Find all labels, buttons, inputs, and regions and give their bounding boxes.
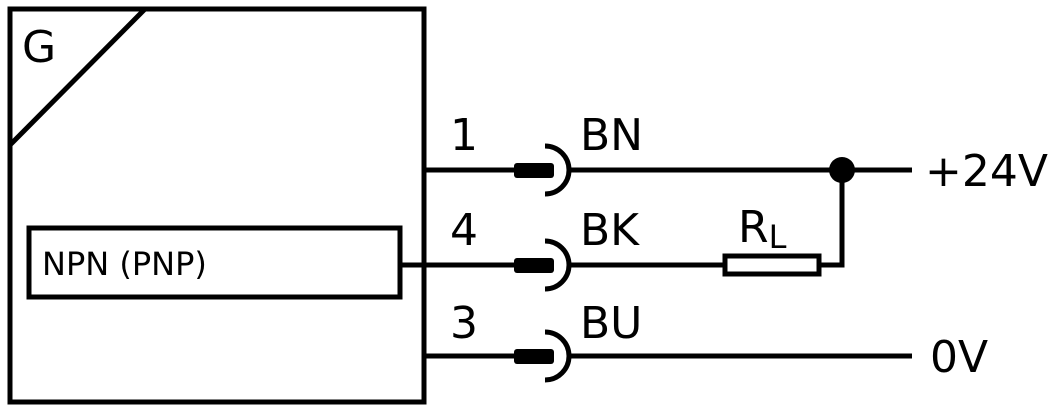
load-subscript: L xyxy=(769,218,787,256)
wire-row-bu: 3 BU 0V xyxy=(424,298,988,383)
terminal-plus24v: +24V xyxy=(925,146,1048,197)
plug-pin-icon xyxy=(514,163,554,178)
socket-arc-icon xyxy=(544,238,572,292)
socket-arc-icon xyxy=(544,329,572,383)
pin-number-1: 1 xyxy=(450,110,478,161)
output-stage-label: NPN (PNP) xyxy=(42,245,207,283)
resistor-icon xyxy=(722,253,822,277)
device-corner-diagonal xyxy=(8,7,147,147)
wire-color-bu: BU xyxy=(580,298,642,349)
socket-arc-icon xyxy=(544,143,572,197)
plug-pin-icon xyxy=(514,349,554,364)
plug-pin-icon xyxy=(514,258,554,273)
pin-number-3: 3 xyxy=(450,298,478,349)
load-resistor-label: RL xyxy=(738,202,787,256)
wire-row-bn: 1 BN +24V xyxy=(424,110,1048,197)
pin-number-4: 4 xyxy=(450,205,478,256)
wire-color-bk: BK xyxy=(580,205,640,256)
device-label: G xyxy=(22,22,56,73)
terminal-0v: 0V xyxy=(930,332,988,383)
wire-color-bn: BN xyxy=(580,110,643,161)
wire-row-bk: 4 BK RL xyxy=(424,170,845,292)
load-symbol: R xyxy=(738,202,769,253)
wire-segment xyxy=(819,170,845,268)
device-box xyxy=(7,6,427,405)
